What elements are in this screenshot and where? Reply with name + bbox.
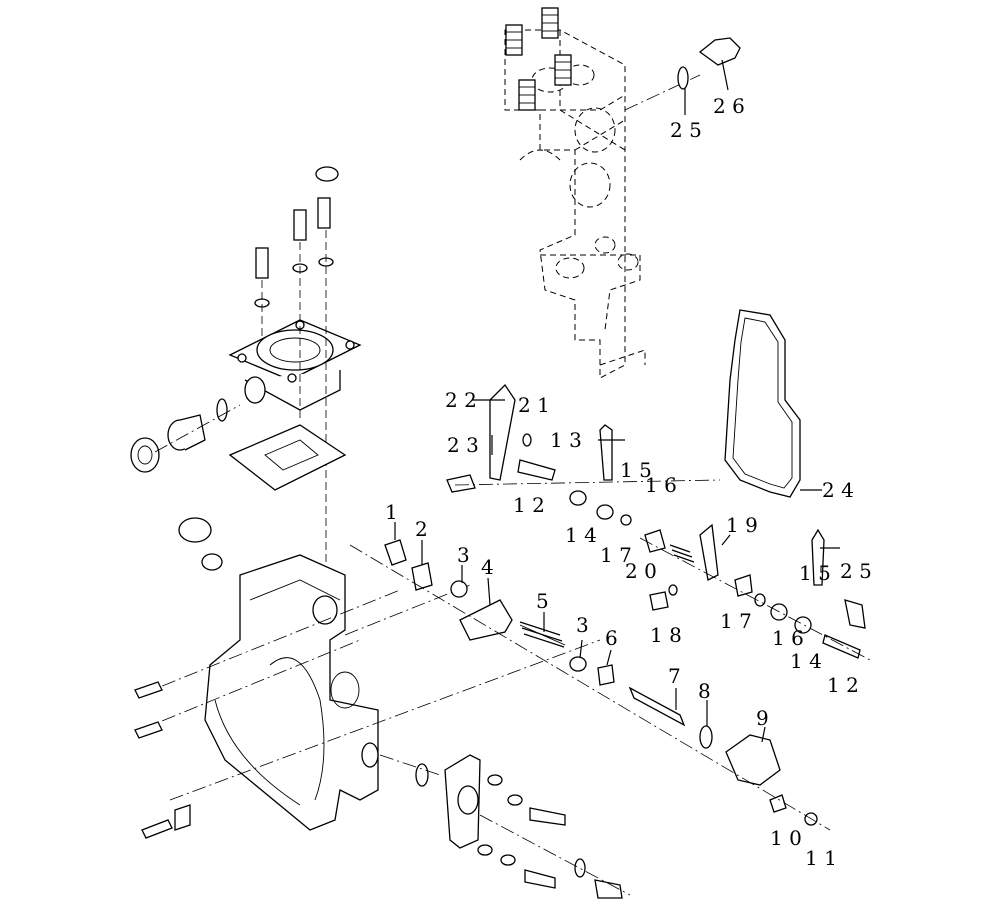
callout-25-top: 2 5 (670, 118, 702, 142)
callout-3-upper: 3 (457, 543, 470, 567)
callout-15-right: 1 5 (799, 561, 831, 585)
part-governor-housing (139, 517, 601, 831)
callout-25-right: 2 5 (840, 559, 872, 583)
part-screws-left (134, 681, 191, 839)
callout-5: 5 (536, 589, 549, 613)
phantom-pump-body (504, 7, 646, 379)
callout-2: 2 (415, 517, 428, 541)
part-cover-flange (228, 319, 362, 411)
callout-21: 2 1 (518, 393, 550, 417)
callout-7: 7 (668, 664, 681, 688)
callout-9: 9 (756, 706, 769, 730)
callout-26: 2 6 (713, 94, 745, 118)
callout-15-top: 1 5 (620, 458, 652, 482)
callout-labels: 2 5 2 6 2 2 2 1 2 3 1 3 1 5 1 6 1 2 1 4 … (385, 94, 872, 870)
callout-20: 2 0 (625, 559, 657, 583)
part-lever-assembly (446, 383, 721, 526)
callout-22: 2 2 (445, 388, 477, 412)
callout-3-lower: 3 (576, 613, 589, 637)
part-gasket-plate (228, 424, 347, 491)
callout-16-top: 1 6 (645, 473, 677, 497)
callout-24: 2 4 (822, 478, 854, 502)
part-right-cluster (639, 523, 871, 661)
part-lower-flange (379, 754, 631, 899)
callout-12-top: 1 2 (513, 493, 545, 517)
callout-1: 1 (385, 500, 398, 524)
callout-6: 6 (605, 626, 618, 650)
callout-19: 1 9 (726, 513, 758, 537)
callout-17-right: 1 7 (720, 609, 752, 633)
callout-14-top: 1 4 (565, 523, 597, 547)
callout-4: 4 (481, 555, 494, 579)
part-plug-and-cap (130, 398, 241, 473)
part-gasket-24 (724, 309, 822, 498)
callout-14-right: 1 4 (790, 649, 822, 673)
callout-12-right: 1 2 (827, 673, 859, 697)
part-bolts-top (254, 166, 339, 590)
callout-16-right: 1 6 (772, 626, 804, 650)
callout-17-left: 1 7 (600, 543, 632, 567)
part-shaft-components (349, 522, 831, 831)
callout-8: 8 (698, 679, 711, 703)
part-banjo-bolt-26 (624, 37, 741, 115)
callout-10: 1 0 (770, 826, 802, 850)
callout-13: 1 3 (550, 428, 582, 452)
callout-18: 1 8 (650, 623, 682, 647)
callout-11: 1 1 (805, 846, 837, 870)
callout-23: 2 3 (447, 433, 479, 457)
